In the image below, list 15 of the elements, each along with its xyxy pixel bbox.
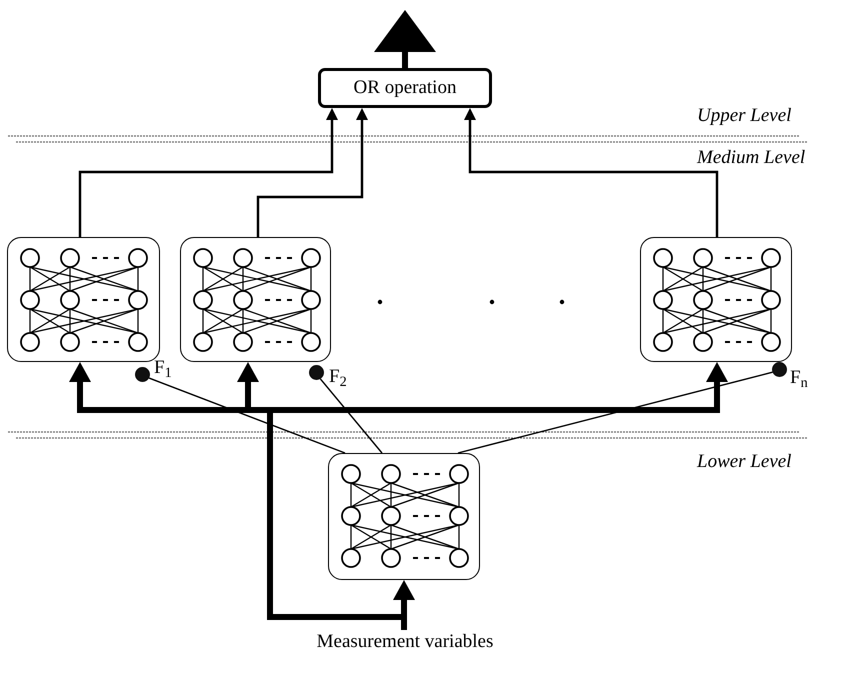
connector-line — [320, 378, 383, 454]
level-label: Lower Level — [697, 450, 792, 474]
process-box: OR operation — [318, 68, 492, 108]
connector-line — [458, 372, 773, 454]
input-label: Measurement variables — [300, 630, 510, 654]
arrow — [78, 108, 338, 237]
symbol-label: F$_{1}$ — [154, 358, 172, 377]
level-label: Upper Level — [697, 104, 792, 128]
symbol-label: F$_{n}$ — [790, 368, 808, 387]
connector-line — [148, 377, 346, 454]
arrow — [256, 108, 368, 237]
arrow — [374, 10, 436, 68]
level-label: Medium Level — [697, 146, 806, 170]
symbol-label: F$_{2}$ — [329, 367, 347, 386]
arrow — [464, 108, 718, 237]
